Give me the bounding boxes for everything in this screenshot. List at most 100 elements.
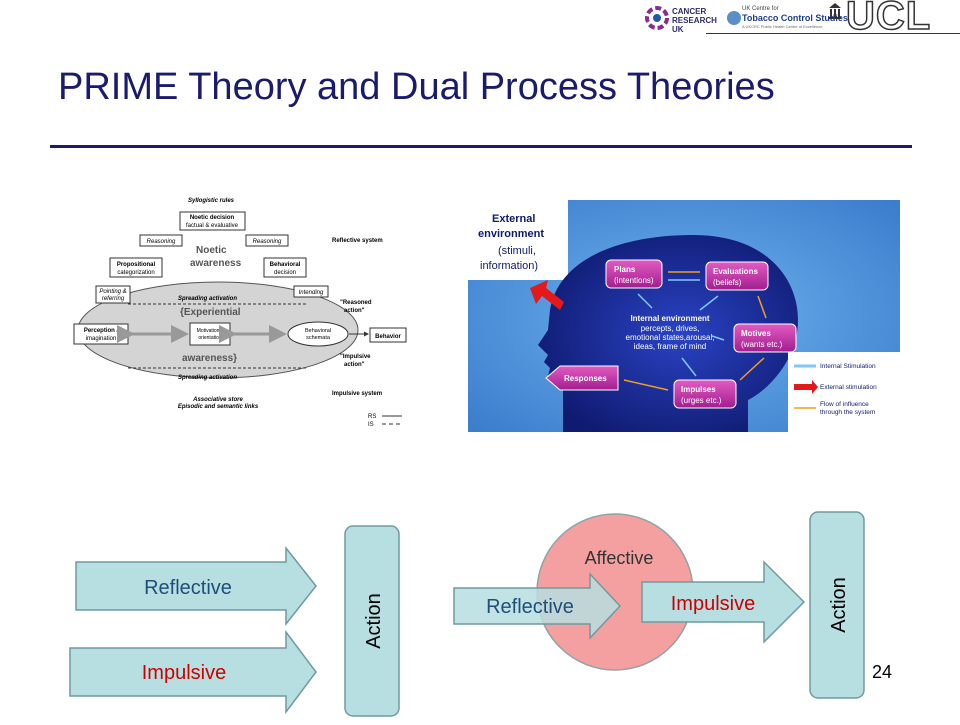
impulses-label-1: Impulses bbox=[681, 385, 716, 394]
prime-dual-process-schematic: Affective Reflective Impulsive Action bbox=[448, 508, 872, 708]
intending-label: Intending bbox=[299, 290, 324, 296]
associative-store-2: Episodic and semantic links bbox=[178, 404, 259, 410]
plans-internal-arrow bbox=[637, 293, 653, 309]
impulsive-arrow-2 bbox=[641, 560, 806, 644]
cruk-line-3: UK bbox=[672, 25, 684, 34]
ucl-logo: UCL bbox=[845, 0, 932, 39]
legend-flow-label-2: through the system bbox=[820, 409, 875, 416]
impulsive-arrow-label: Impulsive bbox=[142, 662, 226, 684]
experiential-label-1: {Experiential bbox=[180, 307, 241, 318]
impulses-internal-arrow bbox=[681, 357, 697, 377]
ukctcs-line-3: A UKCRC Public Health Centre of Excellen… bbox=[742, 24, 823, 29]
cruk-logo-icon bbox=[645, 6, 669, 30]
ucl-portico-icon bbox=[828, 2, 842, 25]
cruk-logo: CANCER RESEARCH UK bbox=[644, 4, 717, 34]
noetic-awareness-2: awareness bbox=[190, 258, 242, 269]
plans-label-1: Plans bbox=[614, 265, 636, 274]
page-number: 24 bbox=[872, 662, 893, 682]
reflective-system-label: Reflective system bbox=[332, 238, 383, 244]
legend-external-label: External stimulation bbox=[820, 384, 877, 391]
responses-box bbox=[545, 365, 619, 391]
pointing-box bbox=[95, 285, 131, 304]
behavior-label: Behavior bbox=[375, 334, 401, 340]
plans-label-2: (intentions) bbox=[614, 276, 654, 285]
dual-process-schematic: Reflective Impulsive Action bbox=[60, 520, 420, 720]
stimuli-label-2: information) bbox=[480, 260, 538, 272]
spreading-activation-top: Spreading activation bbox=[178, 296, 237, 302]
spreading-activation-bottom: Spreading activation bbox=[178, 375, 237, 381]
motivational-box bbox=[189, 322, 231, 346]
reasoning-left-label: Reasoning bbox=[147, 239, 176, 245]
impulsive-arrow bbox=[69, 629, 317, 715]
impulses-responses-arrow bbox=[623, 379, 669, 391]
reasoned-action-2: action" bbox=[344, 308, 365, 314]
impulses-box bbox=[673, 379, 737, 409]
pointing-label-1: Pointing & bbox=[99, 289, 126, 295]
evaluations-label-2: (beliefs) bbox=[713, 278, 742, 287]
action-label: Action bbox=[363, 593, 385, 649]
internal-env-line-2: emotional states,arousal, bbox=[626, 333, 715, 342]
external-stimulation-arrow bbox=[530, 280, 564, 310]
reasoning-right-label: Reasoning bbox=[253, 239, 282, 245]
reflective-impulsive-model-diagram: Syllogistic rules Noetic decision factua… bbox=[68, 192, 413, 432]
syllogistic-rules-label: Syllogistic rules bbox=[188, 198, 235, 204]
motives-impulses-arrow bbox=[739, 357, 765, 381]
external-env-title-1: External bbox=[492, 213, 535, 225]
action-box-2 bbox=[809, 511, 865, 699]
legend-is-label: IS bbox=[368, 422, 374, 428]
internal-env-line-1: percepts, drives, bbox=[641, 324, 700, 333]
reasoned-action-1: "Reasoned bbox=[340, 300, 372, 306]
cruk-line-2: RESEARCH bbox=[672, 16, 717, 25]
behavioral-decision-label-2: decision bbox=[274, 270, 296, 276]
legend-external-swatch bbox=[794, 380, 818, 394]
associative-store-1: Associative store bbox=[192, 397, 243, 403]
perception-label-1: Perception / bbox=[84, 328, 119, 334]
perception-label-2: imagination bbox=[86, 336, 117, 342]
action-label-2: Action bbox=[828, 577, 850, 633]
internal-env-title: Internal environment bbox=[630, 314, 709, 323]
legend-rs-label: RS bbox=[368, 414, 376, 420]
ukctcs-line-2: Tobacco Control Studies bbox=[742, 13, 848, 23]
behavioral-schemata-1: Behavioral bbox=[305, 328, 331, 334]
behavioral-schemata-2: schemata bbox=[306, 335, 331, 341]
reflective-arrow-2-label: Reflective bbox=[486, 596, 574, 618]
external-env-panel bbox=[468, 200, 568, 280]
evaluations-motives-arrow bbox=[757, 295, 767, 319]
ukctcs-crest-icon bbox=[727, 11, 741, 25]
reasoning-left-box bbox=[139, 234, 183, 247]
behavioral-decision-box bbox=[263, 257, 307, 278]
behavioral-decision-label-1: Behavioral bbox=[270, 262, 301, 268]
motives-internal-arrow bbox=[711, 335, 725, 341]
reflective-arrow-label: Reflective bbox=[144, 577, 232, 599]
noetic-awareness-1: Noetic bbox=[196, 245, 227, 256]
impulsive-action-2: action" bbox=[344, 362, 365, 368]
slide-title: PRIME Theory and Dual Process Theories bbox=[58, 66, 775, 108]
motivational-label-1: Motivational bbox=[197, 328, 224, 334]
experiential-label-2: awareness} bbox=[182, 353, 237, 364]
prime-theory-head-diagram: External environment (stimuli, informati… bbox=[468, 200, 900, 432]
affective-label: Affective bbox=[585, 548, 654, 568]
impulsive-system-label: Impulsive system bbox=[332, 391, 382, 397]
stimuli-label-1: (stimuli, bbox=[498, 245, 536, 257]
responses-label: Responses bbox=[564, 374, 607, 383]
propositional-label-1: Propositional bbox=[117, 262, 156, 268]
plans-box bbox=[605, 259, 663, 289]
noetic-decision-box bbox=[179, 211, 246, 231]
behavioral-schemata-ellipse bbox=[287, 321, 349, 347]
evaluations-box bbox=[705, 261, 769, 291]
propositional-label-2: categorization bbox=[117, 270, 154, 276]
action-box bbox=[344, 525, 400, 717]
legend-flow-label-1: Flow of influence bbox=[820, 401, 869, 408]
propositional-box bbox=[109, 257, 163, 278]
impulsive-action-1: "Impulsive bbox=[340, 354, 371, 360]
motives-label-2: (wants etc.) bbox=[741, 340, 783, 349]
behavior-box bbox=[369, 327, 407, 343]
reflective-arrow-2 bbox=[453, 572, 622, 640]
impulsive-arrow-2-label: Impulsive bbox=[671, 593, 755, 615]
external-env-title-2: environment bbox=[478, 228, 544, 240]
evaluations-label-1: Evaluations bbox=[713, 267, 758, 276]
motivational-label-2: orientation bbox=[198, 335, 222, 341]
motives-box bbox=[733, 323, 797, 353]
legend-internal-label: Internal Stimulation bbox=[820, 363, 876, 370]
motives-label-1: Motives bbox=[741, 329, 771, 338]
